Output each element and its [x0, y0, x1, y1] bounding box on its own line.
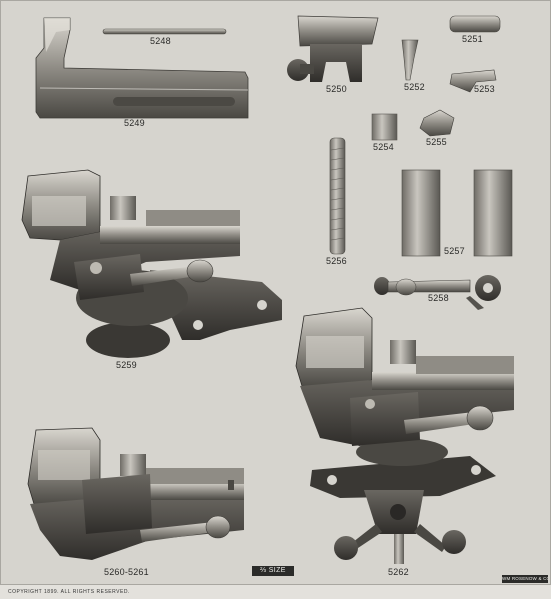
part-5252-key [401, 39, 419, 81]
part-5258-handle [374, 275, 501, 310]
label-5262: 5262 [388, 567, 409, 577]
parts-illustration [21, 15, 514, 564]
part-5255-bracket [419, 109, 455, 137]
part-5251-cylinder [449, 15, 501, 33]
part-5256-screw [329, 137, 346, 255]
bottom-strip [0, 585, 551, 599]
part-5253-clip [449, 69, 497, 93]
label-5251: 5251 [462, 34, 483, 44]
maker-badge: WM ROSENOW & CO. [502, 575, 548, 583]
part-5259-vise [21, 169, 282, 358]
label-5249: 5249 [124, 118, 145, 128]
label-5255: 5255 [426, 137, 447, 147]
label-5250: 5250 [326, 84, 347, 94]
label-5256: 5256 [326, 256, 347, 266]
part-5257-jaw-plates [401, 169, 513, 257]
part-5260-5261-vise [27, 427, 244, 560]
part-5262-vise [295, 307, 514, 564]
scale-badge: ⅔ SIZE [252, 566, 294, 576]
part-5254-block [371, 113, 398, 141]
label-5260-5261: 5260-5261 [104, 567, 149, 577]
part-5250-jaw [287, 15, 379, 82]
label-5259: 5259 [116, 360, 137, 370]
label-5254: 5254 [373, 142, 394, 152]
part-5248-rod [102, 28, 227, 35]
copyright-notice: COPYRIGHT 1899. ALL RIGHTS RESERVED. [8, 589, 130, 595]
label-5253: 5253 [474, 84, 495, 94]
label-5257: 5257 [444, 246, 465, 256]
part-5249-slide-bar [35, 17, 249, 119]
label-5258: 5258 [428, 293, 449, 303]
label-5248: 5248 [150, 36, 171, 46]
label-5252: 5252 [404, 82, 425, 92]
